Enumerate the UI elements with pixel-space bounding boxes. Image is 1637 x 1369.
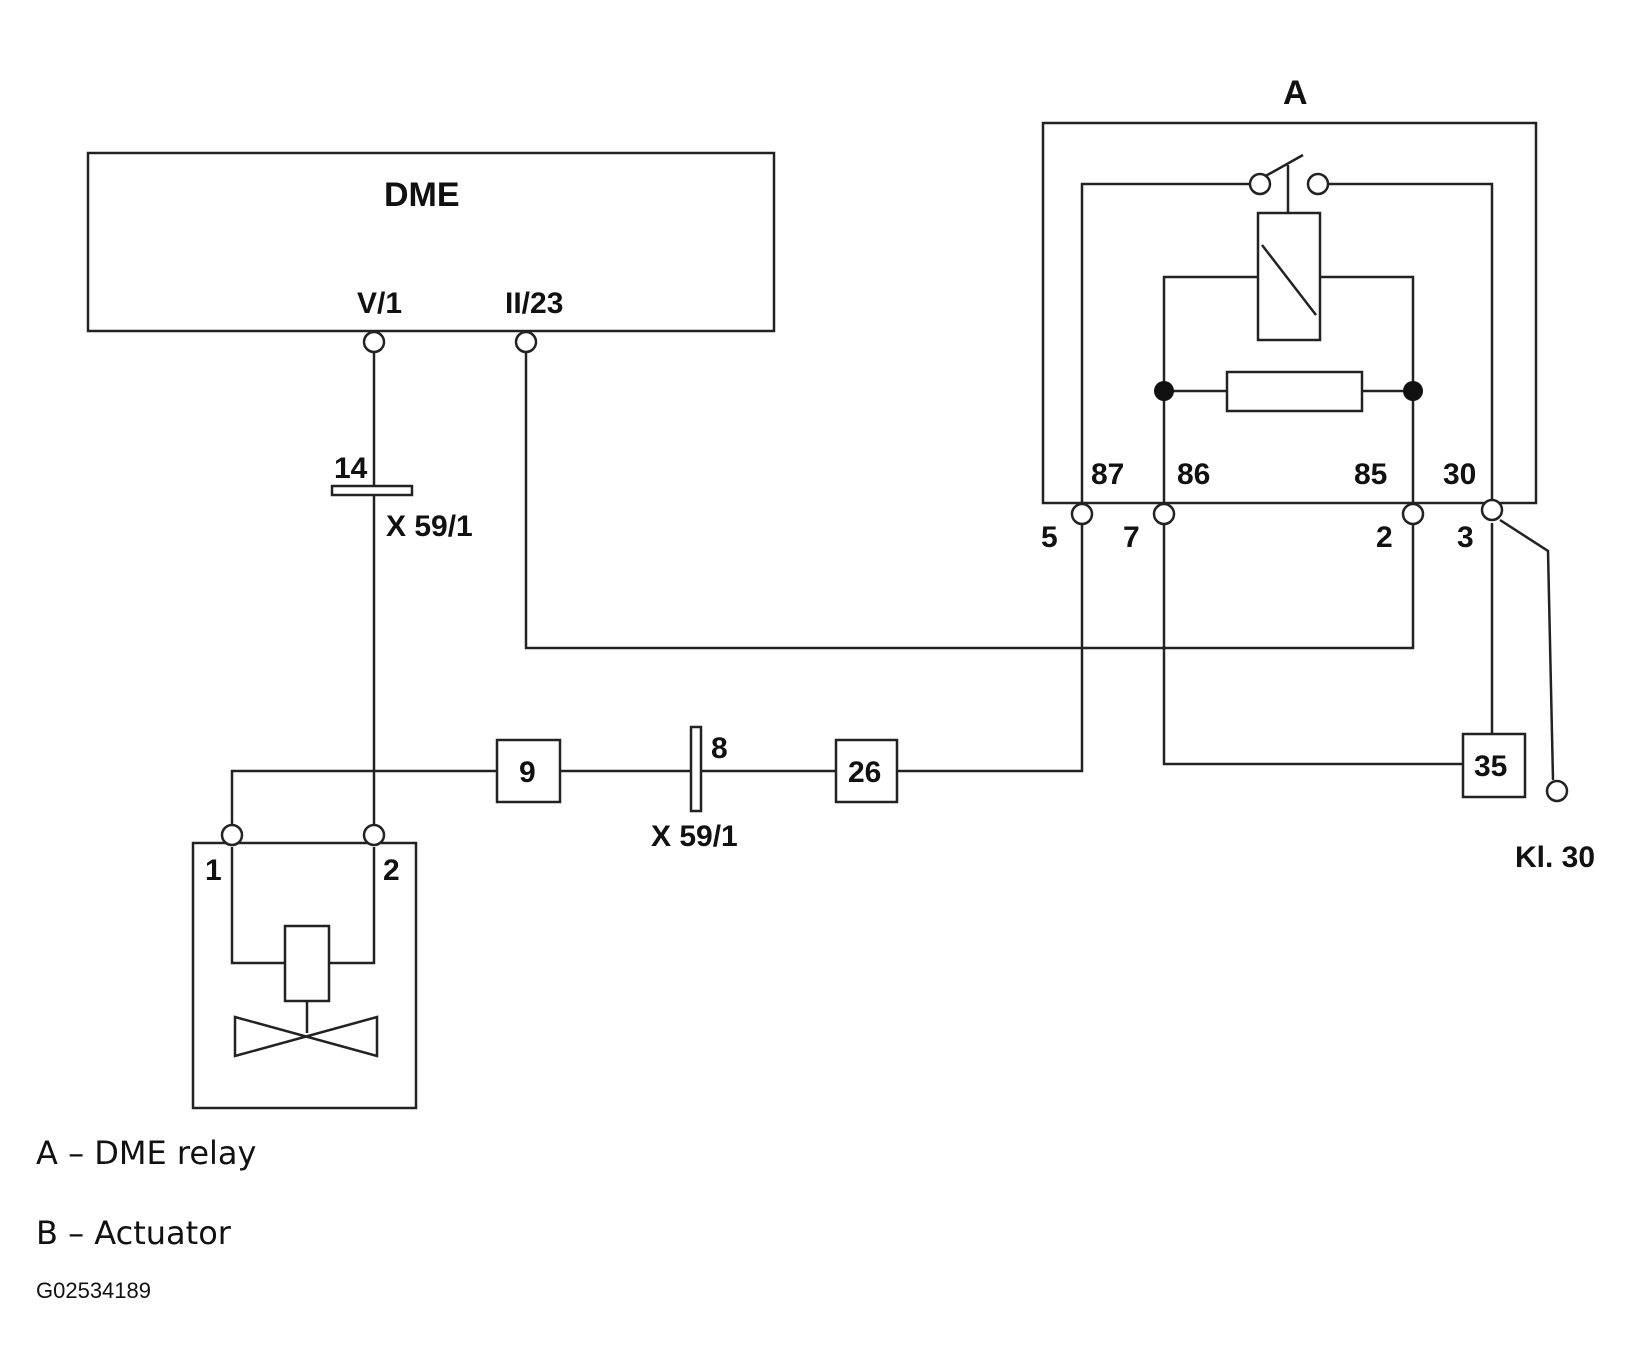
relay-connector-pin-5-label: 5: [1041, 521, 1058, 554]
dme-pin-v1-label: V/1: [357, 287, 402, 320]
dme-label: DME: [384, 176, 460, 214]
dme-pin-ii23-terminal: [514, 330, 538, 354]
relay-pin-5-terminal: [1070, 502, 1094, 526]
relay-coil-wire-right: [1320, 275, 1415, 503]
figure-id: G02534189: [36, 1278, 151, 1303]
relay-pin-30-label: 30: [1443, 458, 1476, 491]
relay-connector-pin-2-label: 2: [1376, 521, 1393, 554]
relay-pin-2-terminal: [1401, 502, 1425, 526]
relay-coil-diagonal: [1261, 244, 1317, 316]
dme-pin-v1-terminal: [362, 330, 386, 354]
wire-relay-30-to-kl30: [1499, 518, 1555, 781]
actuator-wire-pin2: [329, 847, 376, 965]
dme-control-unit: [86, 151, 776, 333]
connector-lower-name-label: X 59/1: [651, 820, 738, 853]
dme-pin-ii23-label: II/23: [505, 287, 563, 320]
legend-item-dme-relay: A – DME relay: [36, 1134, 257, 1172]
relay-coil-wire-left: [1162, 275, 1258, 503]
relay-connector-pin-7-label: 7: [1123, 521, 1140, 554]
actuator-box: [191, 841, 418, 1110]
relay-internal-wire-87-30: [1080, 182, 1251, 503]
connector-lower-pin-label: 8: [711, 732, 728, 765]
wire-actuator-1-to-relay-87: [230, 523, 1084, 832]
relay-coil: [1256, 211, 1322, 342]
splice-box-26: [834, 738, 899, 804]
connector-x59-1-upper: [330, 484, 414, 497]
relay-pin-86-label: 86: [1177, 458, 1210, 491]
splice-26-label: 26: [848, 756, 881, 789]
valve-icon: [233, 1015, 379, 1058]
legend-item-actuator: B – Actuator: [36, 1214, 231, 1252]
relay-title: A: [1283, 74, 1308, 112]
splice-box-35: [1461, 732, 1527, 799]
dme-relay-box: [1041, 121, 1538, 505]
relay-switch-terminal-left: [1248, 172, 1272, 196]
relay-junction-right: [1403, 381, 1423, 401]
kl30-terminal: [1545, 779, 1569, 803]
splice-box-9: [495, 738, 562, 804]
relay-internal-wire-30: [1320, 182, 1494, 503]
wire-relay-86-to-splice-35: [1162, 523, 1463, 766]
relay-pin-3-terminal: [1480, 498, 1504, 522]
actuator-wire-pin1: [230, 847, 285, 965]
connector-x59-1-lower: [689, 725, 703, 813]
actuator-coil: [283, 924, 331, 1003]
relay-switch-contact: [1261, 153, 1304, 180]
connector-upper-name-label: X 59/1: [386, 510, 473, 543]
actuator-pin-2-terminal: [362, 823, 386, 847]
connector-upper-pin-label: 14: [334, 452, 368, 485]
relay-junction-left: [1154, 381, 1174, 401]
actuator-pin-1-label: 1: [205, 854, 222, 887]
wire-ii23-to-relay-85: [524, 353, 1415, 650]
relay-switch-terminal-right: [1306, 172, 1330, 196]
relay-connector-pin-3-label: 3: [1457, 521, 1474, 554]
actuator-pin-1-terminal: [220, 823, 244, 847]
actuator-pin-2-label: 2: [383, 854, 400, 887]
splice-35-label: 35: [1474, 750, 1507, 783]
relay-pin-85-label: 85: [1354, 458, 1387, 491]
relay-resistor: [1225, 370, 1364, 413]
kl30-label: Kl. 30: [1515, 841, 1595, 874]
splice-9-label: 9: [519, 756, 536, 789]
relay-pin-7-terminal: [1152, 502, 1176, 526]
relay-pin-87-label: 87: [1091, 458, 1124, 491]
